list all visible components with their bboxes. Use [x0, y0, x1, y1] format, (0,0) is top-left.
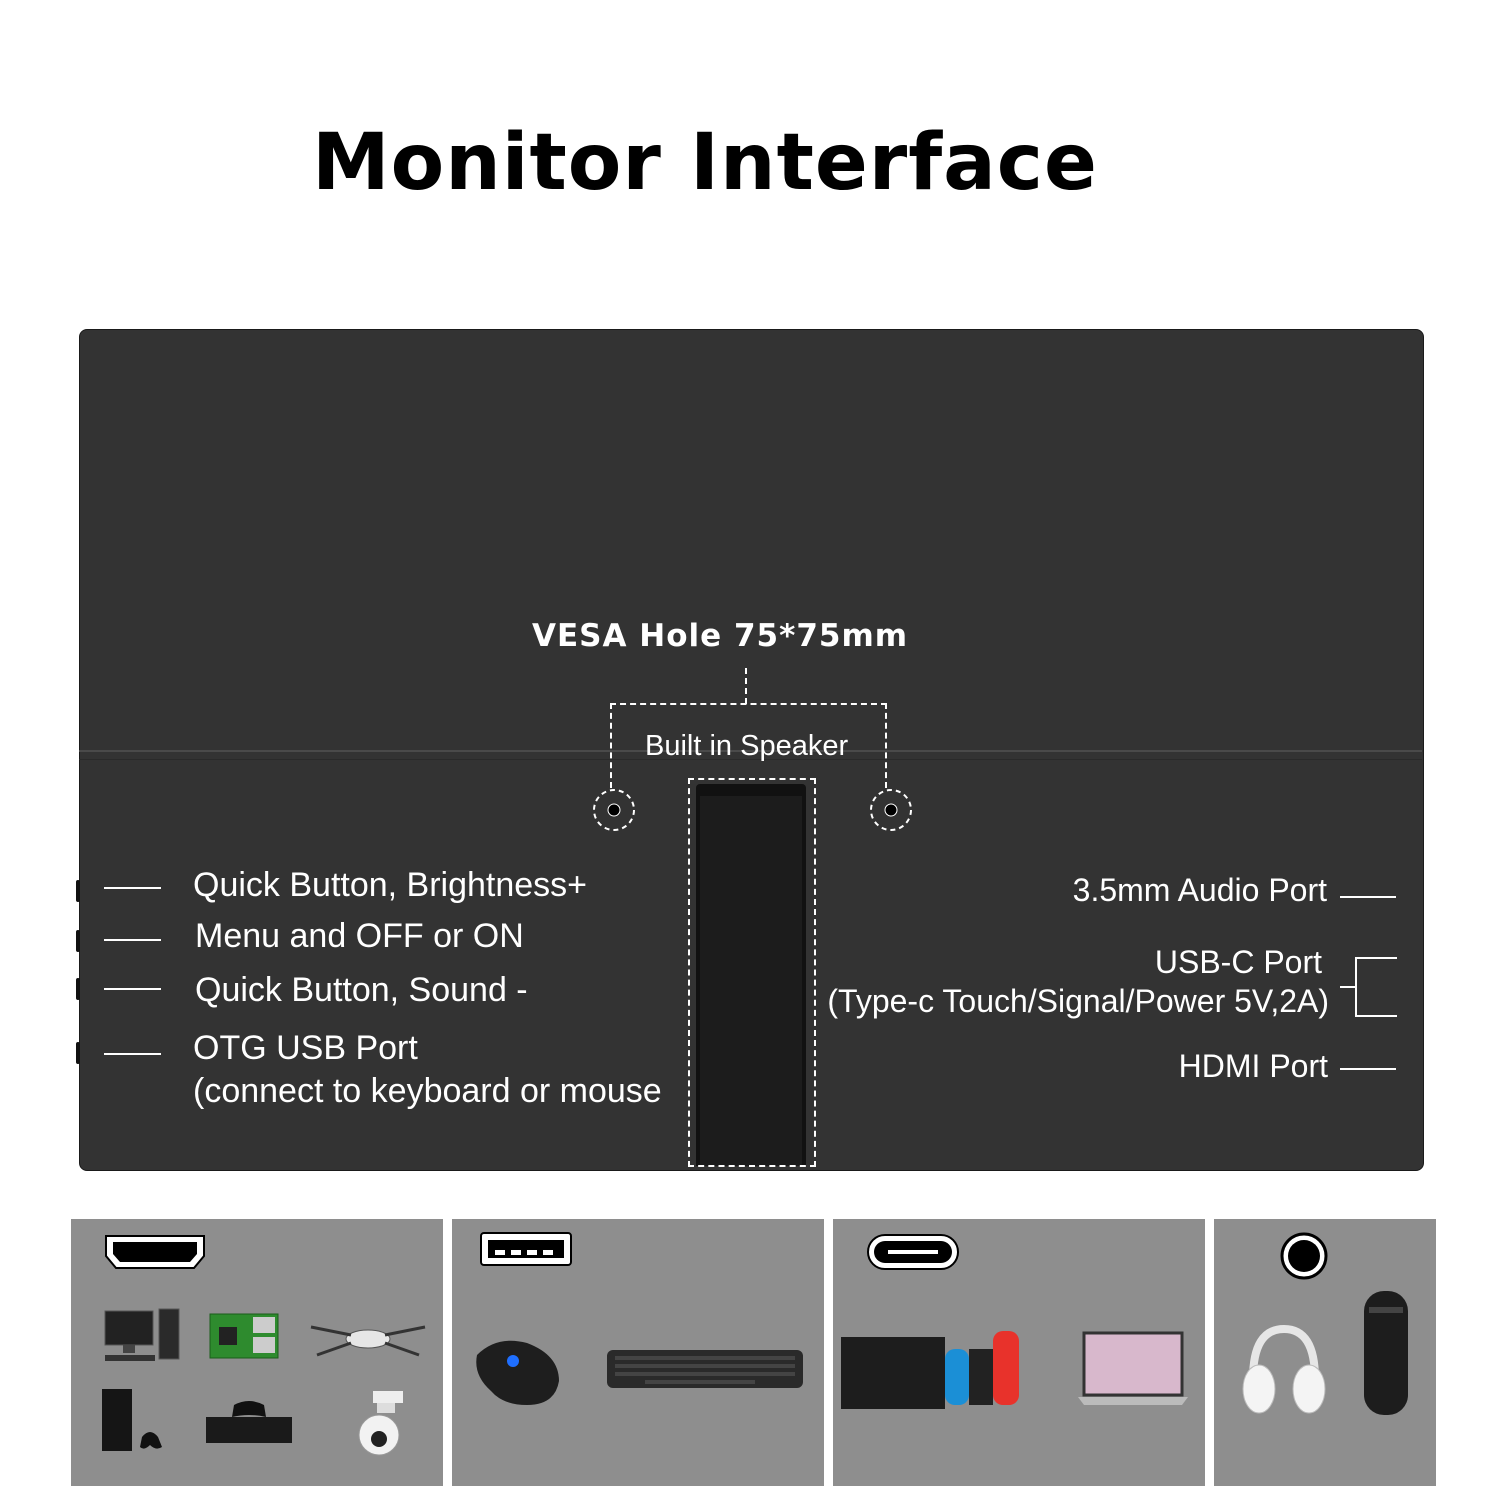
desktop-pc-icon — [104, 1308, 180, 1361]
speaker-label: Built in Speaker — [645, 730, 849, 762]
vesa-dashed-bracket-left — [610, 703, 612, 788]
port-label-menu: Menu and OFF or ON — [195, 917, 524, 955]
side-button-1 — [76, 880, 80, 902]
leader-line-hdmi — [1340, 1068, 1396, 1070]
leader-line-sound — [104, 988, 161, 990]
port-label-usbc-sub: (Type-c Touch/Signal/Power 5V,2A) — [827, 983, 1329, 1019]
keyboard-icon — [607, 1350, 803, 1388]
monitor-seam-shadow — [79, 759, 1422, 760]
port-label-brightness: Quick Button, Brightness+ — [193, 866, 588, 904]
usb-c-port-icon — [867, 1234, 959, 1270]
port-label-audio: 3.5mm Audio Port — [1072, 872, 1327, 908]
hdmi-port-icon — [105, 1235, 205, 1269]
speaker-icon — [1364, 1291, 1408, 1415]
monitor-seam — [79, 750, 1422, 752]
headphones-icon — [1242, 1324, 1326, 1414]
usb-c-panel — [833, 1219, 1205, 1486]
drone-icon — [310, 1325, 426, 1357]
hdmi-panel — [71, 1219, 443, 1486]
speaker-dashed-outline — [688, 778, 816, 1167]
audio-jack-icon — [1280, 1232, 1328, 1280]
leader-line-menu — [104, 939, 161, 941]
side-button-3 — [76, 978, 80, 1000]
gaming-mouse-icon — [476, 1340, 559, 1405]
leader-bracket-usbc — [1355, 957, 1397, 1017]
kickstand-inner — [700, 796, 802, 1166]
side-button-2 — [76, 930, 80, 952]
audio-panel — [1214, 1219, 1436, 1486]
vesa-dashed-bracket-right — [885, 703, 887, 788]
port-label-otg-sub: (connect to keyboard or mouse — [193, 1072, 662, 1110]
raspberry-pi-icon — [209, 1313, 279, 1359]
security-camera-icon — [358, 1391, 403, 1456]
port-label-hdmi: HDMI Port — [1178, 1048, 1328, 1084]
leader-line-brightness — [104, 887, 161, 889]
port-label-sound: Quick Button, Sound - — [195, 971, 528, 1009]
laptop-icon — [1078, 1331, 1188, 1405]
xbox-icon — [206, 1401, 292, 1443]
nintendo-switch-icon — [841, 1331, 1019, 1409]
vesa-hole-left-icon — [593, 789, 635, 831]
game-console-icon — [102, 1389, 162, 1451]
port-label-otg: OTG USB Port — [193, 1029, 418, 1067]
vesa-hole-right-icon — [870, 789, 912, 831]
usb-a-port-icon — [480, 1232, 572, 1266]
leader-line-audio — [1340, 896, 1396, 898]
page-title: Monitor Interface — [312, 118, 1098, 208]
vesa-dashed-bracket-top — [610, 703, 887, 705]
side-button-4 — [76, 1042, 80, 1064]
vesa-connector-line — [745, 668, 747, 704]
usb-a-panel — [452, 1219, 824, 1486]
leader-line-usbc — [1340, 986, 1356, 988]
vesa-hole-label: VESA Hole 75*75mm — [532, 618, 909, 654]
leader-line-otg — [104, 1053, 161, 1055]
port-label-usbc: USB-C Port — [1154, 944, 1322, 980]
